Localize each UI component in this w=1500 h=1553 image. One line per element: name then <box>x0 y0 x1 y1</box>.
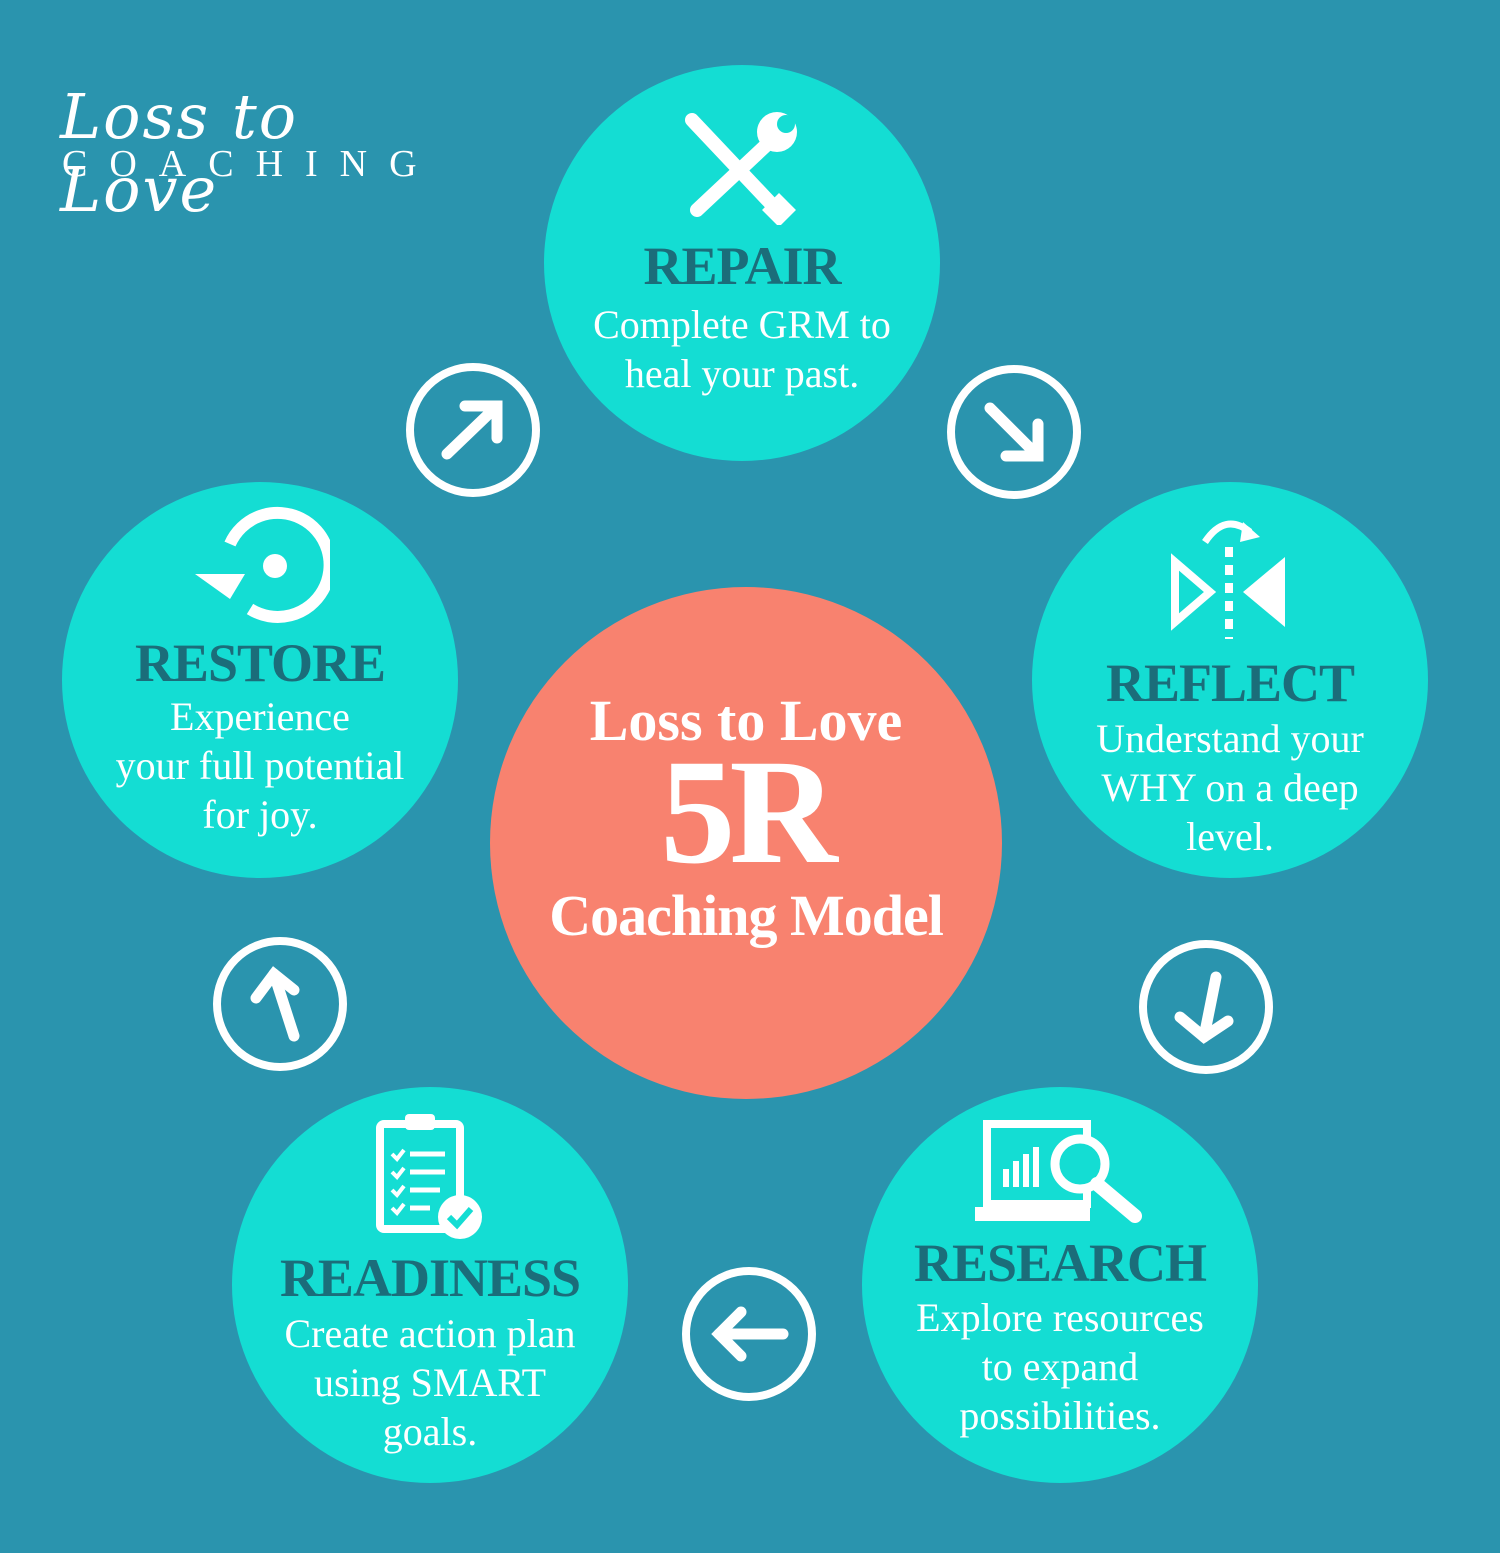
desc-line: to expand <box>981 1344 1139 1389</box>
arrow-up-right-icon <box>406 363 540 497</box>
desc-line: Experience <box>170 694 350 739</box>
step-description: Experience your full potential for joy. <box>82 692 438 839</box>
step-description: Understand your WHY on a deep level. <box>1052 714 1408 861</box>
step-title: RESTORE <box>134 633 386 693</box>
center-title: Loss to Love <box>589 688 903 753</box>
step-description: Complete GRM to heal your past. <box>564 300 920 398</box>
step-title: READINESS <box>279 1248 581 1308</box>
laptop-search-icon <box>975 1120 1142 1223</box>
step-title: RESEARCH <box>913 1233 1207 1293</box>
desc-line: heal your past. <box>624 351 860 396</box>
arrow-down-right-icon <box>947 365 1081 499</box>
step-research: RESEARCH Explore resources to expand pos… <box>862 1087 1258 1483</box>
step-title: REFLECT <box>1105 653 1355 713</box>
arrow-left-icon <box>682 1267 816 1401</box>
step-reflect: REFLECT Understand your WHY on a deep le… <box>1032 482 1428 878</box>
desc-line: goals. <box>382 1409 478 1454</box>
step-title: REPAIR <box>643 236 841 296</box>
step-description: Explore resources to expand possibilitie… <box>882 1293 1238 1440</box>
step-description: Create action plan using SMART goals. <box>252 1309 608 1456</box>
tools-icon <box>685 112 797 225</box>
brand-logo: Loss to Love COACHING <box>50 40 470 226</box>
desc-line: Create action plan <box>284 1311 576 1356</box>
mirror-flip-icon <box>1171 520 1285 639</box>
step-readiness: READINESS Create action plan using SMART… <box>232 1087 628 1483</box>
desc-line: Complete GRM to <box>593 302 891 347</box>
desc-line: level. <box>1186 814 1274 859</box>
restore-icon <box>195 506 330 623</box>
checklist-icon <box>376 1114 482 1239</box>
step-repair: REPAIR Complete GRM to heal your past. <box>544 65 940 461</box>
logo-subtitle: COACHING <box>62 143 439 185</box>
desc-line: using SMART <box>313 1360 547 1405</box>
center-subtitle: Coaching Model <box>549 883 944 948</box>
desc-line: Understand your <box>1096 716 1364 761</box>
desc-line: your full potential <box>115 743 405 788</box>
arrow-up-icon <box>213 937 347 1071</box>
desc-line: possibilities. <box>959 1393 1161 1438</box>
desc-line: WHY on a deep <box>1101 765 1359 810</box>
desc-line: Explore resources <box>916 1295 1204 1340</box>
logo-script: Loss to Love <box>60 80 299 226</box>
center-5r: 5R <box>660 729 837 895</box>
desc-line: for joy. <box>202 792 318 837</box>
center-model-circle: Loss to Love 5R Coaching Model <box>490 587 1002 1099</box>
step-restore: RESTORE Experience your full potential f… <box>62 482 458 878</box>
arrow-down-icon <box>1139 940 1273 1074</box>
